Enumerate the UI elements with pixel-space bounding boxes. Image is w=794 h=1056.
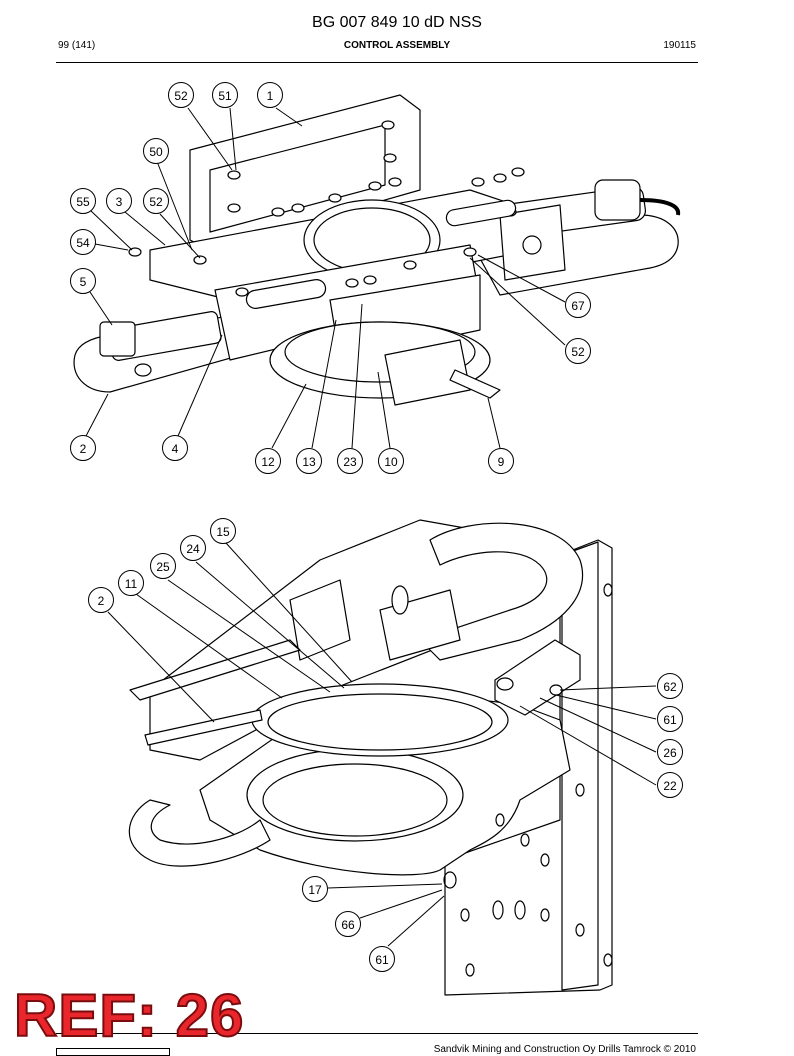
bottom-assembly-view bbox=[128, 519, 613, 996]
callout: 52 bbox=[565, 338, 591, 364]
leader-lines bbox=[85, 107, 657, 947]
date-code: 190115 bbox=[663, 40, 696, 51]
callout: 9 bbox=[488, 448, 514, 474]
sandvik-logo bbox=[56, 1048, 170, 1056]
callout: 66 bbox=[335, 911, 361, 937]
callout: 55 bbox=[70, 188, 96, 214]
callout: 15 bbox=[210, 518, 236, 544]
callout: 3 bbox=[106, 188, 132, 214]
callout: 26 bbox=[657, 739, 683, 765]
header-rule bbox=[56, 62, 698, 63]
top-assembly-view bbox=[73, 94, 681, 406]
callout: 23 bbox=[337, 448, 363, 474]
callout: 11 bbox=[118, 570, 144, 596]
page-number: 99 (141) bbox=[58, 40, 96, 51]
section-title: CONTROL ASSEMBLY bbox=[343, 40, 451, 51]
callout: 5 bbox=[70, 268, 96, 294]
callout: 4 bbox=[162, 435, 188, 461]
callout: 50 bbox=[143, 138, 169, 164]
callout: 2 bbox=[70, 435, 96, 461]
callout: 52 bbox=[168, 82, 194, 108]
callout: 61 bbox=[657, 706, 683, 732]
callout: 24 bbox=[180, 535, 206, 561]
callout: 10 bbox=[378, 448, 404, 474]
callout: 12 bbox=[255, 448, 281, 474]
callout: 51 bbox=[212, 82, 238, 108]
callout: 22 bbox=[657, 772, 683, 798]
callout: 1 bbox=[257, 82, 283, 108]
callout: 67 bbox=[565, 292, 591, 318]
ref-stamp: REF: 26 bbox=[13, 982, 245, 1049]
callout: 62 bbox=[657, 673, 683, 699]
callout: 54 bbox=[70, 229, 96, 255]
callout: 13 bbox=[296, 448, 322, 474]
callout: 2 bbox=[88, 587, 114, 613]
callout: 17 bbox=[302, 876, 328, 902]
callout: 61 bbox=[369, 946, 395, 972]
document-title: BG 007 849 10 dD NSS bbox=[312, 14, 482, 31]
callout: 25 bbox=[150, 553, 176, 579]
callout: 52 bbox=[143, 188, 169, 214]
footer-copyright: Sandvik Mining and Construction Oy Drill… bbox=[433, 1044, 696, 1055]
footer-rule bbox=[56, 1033, 698, 1034]
